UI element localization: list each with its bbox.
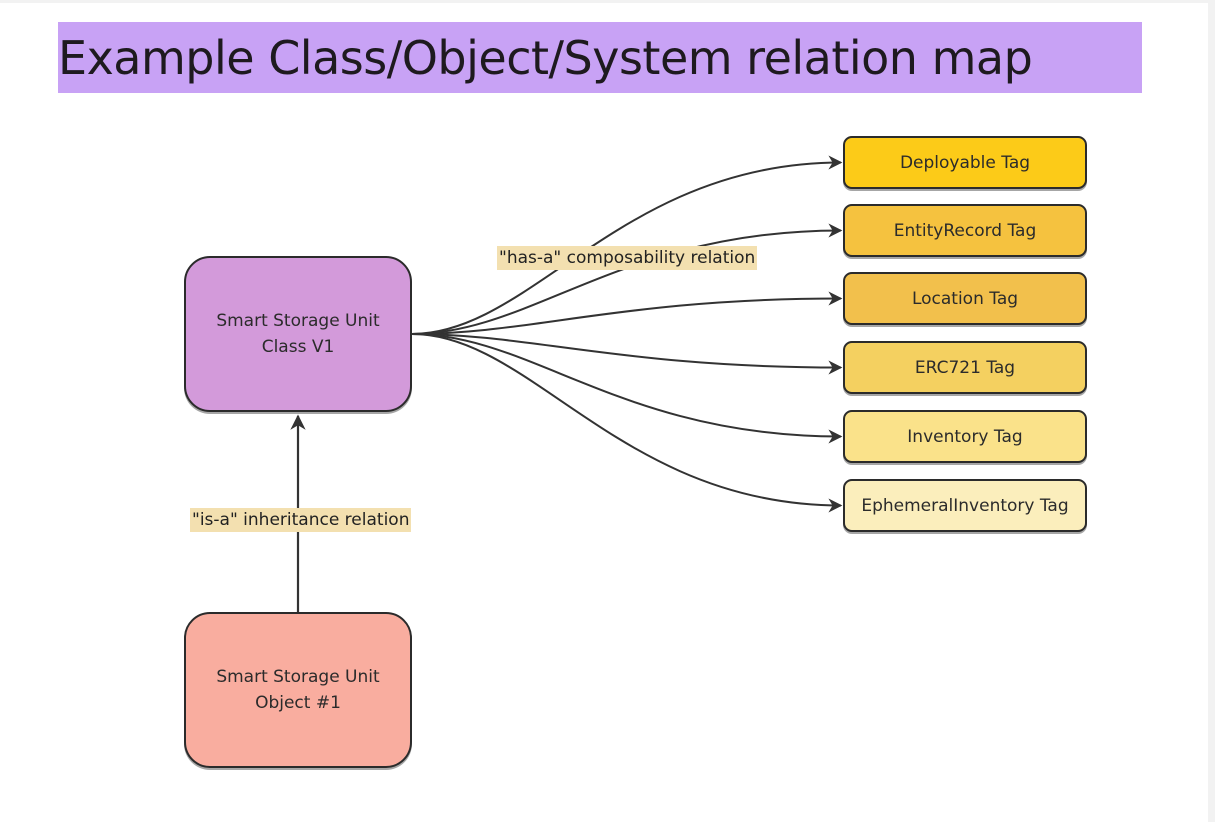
is-a-label: "is-a" inheritance relation — [190, 508, 412, 532]
tag-deployable[interactable]: Deployable Tag — [843, 136, 1087, 189]
object-node[interactable]: Smart Storage Unit Object #1 — [184, 612, 412, 768]
has-a-edge[interactable] — [411, 333, 843, 444]
class-node-line2: Class V1 — [261, 337, 335, 357]
tag-label: Inventory Tag — [907, 426, 1023, 447]
tag-inventory[interactable]: Inventory Tag — [843, 410, 1087, 463]
object-node-line1: Smart Storage Unit — [216, 667, 380, 687]
tag-label: Location Tag — [911, 288, 1019, 309]
tag-ephemeral-inventory[interactable]: EphemeralInventory Tag — [843, 479, 1087, 532]
tag-label: EphemeralInventory Tag — [861, 495, 1069, 516]
tag-label: Deployable Tag — [899, 152, 1031, 173]
class-node[interactable]: Smart Storage Unit Class V1 — [184, 256, 412, 412]
has-a-edge[interactable] — [411, 223, 843, 335]
object-node-line2: Object #1 — [255, 693, 341, 713]
tag-location[interactable]: Location Tag — [843, 272, 1087, 325]
has-a-label: "has-a" composability relation — [497, 246, 758, 270]
diagram-title: Example Class/Object/System relation map — [58, 30, 1033, 85]
has-a-edge[interactable] — [411, 333, 843, 375]
class-node-line1: Smart Storage Unit — [216, 311, 380, 331]
tag-label: EntityRecord Tag — [893, 220, 1037, 241]
title-banner[interactable]: Example Class/Object/System relation map — [58, 22, 1142, 93]
has-a-edge[interactable] — [411, 333, 843, 513]
tag-entity-record[interactable]: EntityRecord Tag — [843, 204, 1087, 257]
tag-label: ERC721 Tag — [914, 357, 1016, 378]
tag-erc721[interactable]: ERC721 Tag — [843, 341, 1087, 394]
has-a-edge[interactable] — [411, 291, 843, 335]
